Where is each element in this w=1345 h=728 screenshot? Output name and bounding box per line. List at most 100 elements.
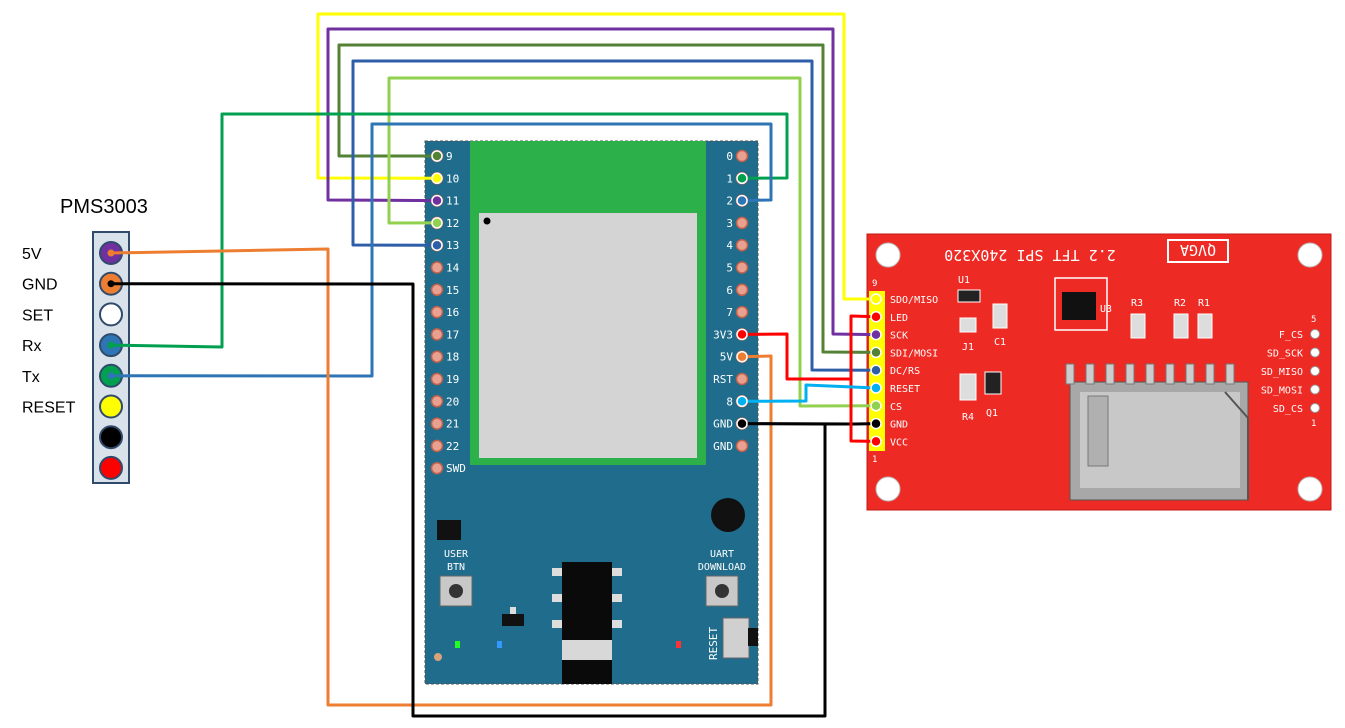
tft-pin-label: LED [890, 313, 908, 324]
tft-pin-label: SCK [890, 331, 908, 342]
sd-pin [1310, 347, 1320, 358]
user-button[interactable] [439, 575, 473, 607]
uart-download-button[interactable] [705, 575, 739, 607]
tft-pin [870, 346, 882, 359]
board-left-pin [430, 439, 444, 453]
wire [351, 59, 877, 372]
tft-display: 2.2 TFT SPI 240X320 QVGA U1 J1 C1 Q1 R4 … [866, 233, 1332, 511]
board-left-pin [430, 283, 444, 297]
board-right-pin [735, 283, 749, 297]
pms-pin-label: RESET [22, 400, 76, 417]
sd-num-bottom: 1 [1311, 419, 1316, 429]
pms-pin-label: SET [22, 307, 53, 324]
sd-contact [1105, 363, 1115, 385]
board-left-pin-label: SWD [446, 462, 466, 475]
mount-hole [875, 242, 901, 268]
wire [337, 43, 877, 354]
part-label: J1 [962, 342, 974, 353]
wire-endpoint [431, 194, 443, 207]
wire-endpoint [431, 150, 443, 162]
pms-pin-label: GND [22, 277, 58, 294]
tft-pin-label: SDI/MOSI [890, 348, 938, 359]
sd-pin-label: SD_MISO [1261, 367, 1303, 378]
r1-res [1197, 313, 1213, 339]
board-left-pin-label: 18 [446, 351, 459, 364]
user-btn-line1: USER [444, 549, 469, 560]
pms-pin-label: 5V [22, 246, 42, 263]
tft-pin [870, 364, 882, 376]
sd-num-top: 5 [1311, 315, 1316, 325]
pms-title: PMS3003 [60, 196, 148, 218]
wire-endpoint [736, 172, 748, 185]
led-red [676, 641, 681, 648]
buzzer [711, 498, 745, 532]
wire-endpoint [736, 350, 748, 363]
sd-contact [1185, 363, 1195, 385]
usb-pad [612, 568, 622, 576]
board-right-pin-label: GND [713, 440, 733, 453]
board-left-pin-label: 17 [446, 328, 459, 341]
led-green [455, 641, 460, 648]
usb-connector [562, 562, 612, 684]
tft-pin-label: VCC [890, 437, 908, 448]
sd-contact [1085, 363, 1095, 385]
tft-pin [870, 400, 882, 412]
wire-endpoint [107, 249, 115, 257]
board-right-pin [735, 372, 749, 386]
board-right-pin-label: RST [713, 373, 733, 386]
u1-chip [957, 289, 981, 303]
wires [110, 12, 877, 718]
reset-switch-knob[interactable] [748, 628, 758, 646]
r4-res [959, 373, 977, 401]
board-right-pin-label: 8 [726, 395, 733, 408]
board-left-pin [430, 372, 444, 386]
board-right-pin-label: 5V [720, 351, 734, 364]
u3-outline [1054, 277, 1108, 331]
part-label: R4 [962, 412, 974, 423]
tft-title: 2.2 TFT SPI 240X320 [944, 246, 1116, 264]
j1-jumper [959, 317, 977, 333]
wire-endpoint [736, 417, 748, 430]
usb-pad [552, 568, 562, 576]
uart-download-button-cap[interactable] [715, 584, 729, 598]
q1-transistor [984, 371, 1002, 395]
part-label: R2 [1174, 298, 1186, 309]
board-left-pin [430, 328, 444, 341]
wire-endpoint [736, 395, 748, 408]
tft-pin [870, 417, 882, 430]
wire [326, 27, 877, 337]
pms-pin [99, 302, 123, 327]
tft-pin-label: RESET [890, 384, 920, 395]
sd-pin [1310, 329, 1320, 339]
sd-pin-label: F_CS [1279, 330, 1303, 341]
board-left-pin-label: 11 [446, 195, 459, 208]
board-right-pin-label: 2 [726, 195, 733, 208]
sd-pin-label: SD_SCK [1267, 349, 1303, 360]
wire [741, 383, 877, 403]
tft-pin-num-top: 9 [872, 279, 877, 289]
board-left-pin [430, 461, 444, 475]
wire [849, 379, 877, 443]
user-button-cap[interactable] [449, 584, 463, 598]
tft-pin [870, 328, 882, 341]
tft-pin [870, 435, 882, 448]
tft-pin-num-bottom: 1 [872, 455, 877, 465]
reset-switch[interactable] [722, 617, 750, 659]
transistor-leg [510, 607, 516, 614]
board-left-pin-label: 21 [446, 418, 459, 431]
board-left-pin [430, 395, 444, 408]
pin1-dot [483, 217, 491, 225]
sd-contact [1205, 363, 1215, 385]
sd-pin [1310, 366, 1320, 376]
board-right-pin-label: 4 [726, 239, 733, 252]
board-right-pin [735, 439, 749, 453]
mount-hole [1297, 242, 1323, 268]
r2-res [1173, 313, 1189, 339]
tft-pin [870, 311, 882, 323]
led-blue [497, 641, 502, 648]
board-right-pin [735, 149, 749, 163]
part-label: U1 [958, 275, 970, 286]
